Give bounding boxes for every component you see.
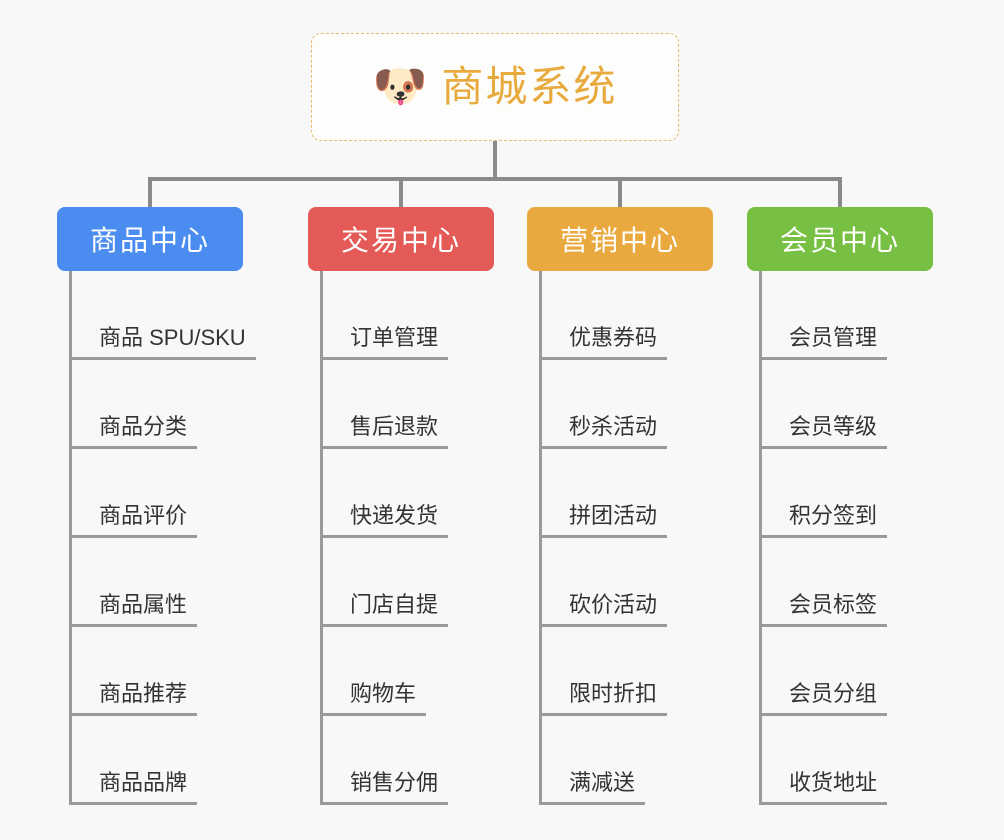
category-label: 商品中心 bbox=[89, 225, 210, 256]
leaf-item-label: 会员管理 bbox=[759, 327, 888, 360]
category-box-trade-center[interactable]: 交易中心 bbox=[308, 207, 494, 271]
leaf-item[interactable]: 销售分佣 bbox=[320, 716, 449, 805]
leaf-item[interactable]: 商品属性 bbox=[69, 538, 198, 627]
leaf-item-label: 限时折扣 bbox=[539, 683, 668, 716]
category-box-marketing-center[interactable]: 营销中心 bbox=[527, 207, 713, 271]
leaf-item[interactable]: 商品品牌 bbox=[69, 716, 198, 805]
connector-drop-marketing-center bbox=[618, 177, 622, 209]
connector-drop-member-center bbox=[838, 177, 842, 209]
leaf-item-label: 会员标签 bbox=[759, 594, 888, 627]
leaf-item[interactable]: 门店自提 bbox=[320, 538, 449, 627]
connector-drop-trade-center bbox=[399, 177, 403, 209]
leaf-item-label: 优惠券码 bbox=[539, 327, 668, 360]
leaf-item-label: 会员等级 bbox=[759, 416, 888, 449]
category-label: 交易中心 bbox=[340, 225, 461, 256]
root-title: 商城系统 bbox=[441, 63, 618, 110]
leaf-item[interactable]: 拼团活动 bbox=[539, 449, 668, 538]
leaf-item[interactable]: 会员等级 bbox=[759, 360, 888, 449]
leaf-item-label: 商品品牌 bbox=[69, 772, 198, 805]
leaf-item-label: 收货地址 bbox=[759, 772, 888, 805]
category-label: 会员中心 bbox=[779, 225, 900, 256]
leaf-item[interactable]: 商品分类 bbox=[69, 360, 198, 449]
leaf-item-label: 满减送 bbox=[539, 772, 646, 805]
leaf-item[interactable]: 积分签到 bbox=[759, 449, 888, 538]
leaf-item[interactable]: 会员分组 bbox=[759, 627, 888, 716]
connector-drop-product-center bbox=[148, 177, 152, 209]
leaf-item-label: 门店自提 bbox=[320, 594, 449, 627]
leaf-item-label: 秒杀活动 bbox=[539, 416, 668, 449]
connector-horizontal-bus bbox=[149, 177, 841, 181]
branch-trunk-product-center bbox=[69, 271, 72, 805]
leaf-item[interactable]: 秒杀活动 bbox=[539, 360, 668, 449]
connector-root-stem bbox=[493, 141, 497, 180]
leaf-item[interactable]: 优惠券码 bbox=[539, 271, 668, 360]
branch-trunk-marketing-center bbox=[539, 271, 542, 805]
leaf-item[interactable]: 会员标签 bbox=[759, 538, 888, 627]
leaf-item[interactable]: 满减送 bbox=[539, 716, 646, 805]
leaf-item-label: 积分签到 bbox=[759, 505, 888, 538]
leaf-item-label: 订单管理 bbox=[320, 327, 449, 360]
leaf-item[interactable]: 商品推荐 bbox=[69, 627, 198, 716]
leaf-item-label: 砍价活动 bbox=[539, 594, 668, 627]
leaf-item[interactable]: 限时折扣 bbox=[539, 627, 668, 716]
category-box-member-center[interactable]: 会员中心 bbox=[747, 207, 933, 271]
leaf-item-label: 商品分类 bbox=[69, 416, 198, 449]
category-box-product-center[interactable]: 商品中心 bbox=[57, 207, 243, 271]
leaf-item-label: 销售分佣 bbox=[320, 772, 449, 805]
leaf-item-label: 商品评价 bbox=[69, 505, 198, 538]
leaf-item[interactable]: 商品评价 bbox=[69, 449, 198, 538]
leaf-item-label: 售后退款 bbox=[320, 416, 449, 449]
branch-trunk-trade-center bbox=[320, 271, 323, 805]
shiba-dog-face-icon: 🐶 bbox=[372, 62, 428, 111]
branch-trunk-member-center bbox=[759, 271, 762, 805]
leaf-item-label: 快递发货 bbox=[320, 505, 449, 538]
leaf-item-label: 商品 SPU/SKU bbox=[69, 327, 256, 360]
leaf-item[interactable]: 订单管理 bbox=[320, 271, 449, 360]
leaf-item[interactable]: 商品 SPU/SKU bbox=[69, 271, 256, 360]
leaf-item[interactable]: 收货地址 bbox=[759, 716, 888, 805]
leaf-item[interactable]: 购物车 bbox=[320, 627, 427, 716]
leaf-item-label: 购物车 bbox=[320, 683, 427, 716]
category-label: 营销中心 bbox=[559, 225, 680, 256]
leaf-item-label: 商品属性 bbox=[69, 594, 198, 627]
leaf-item-label: 拼团活动 bbox=[539, 505, 668, 538]
root-node[interactable]: 🐶 商城系统 bbox=[311, 33, 679, 141]
leaf-item-label: 商品推荐 bbox=[69, 683, 198, 716]
leaf-item[interactable]: 砍价活动 bbox=[539, 538, 668, 627]
leaf-item[interactable]: 售后退款 bbox=[320, 360, 449, 449]
leaf-item[interactable]: 快递发货 bbox=[320, 449, 449, 538]
leaf-item-label: 会员分组 bbox=[759, 683, 888, 716]
leaf-item[interactable]: 会员管理 bbox=[759, 271, 888, 360]
